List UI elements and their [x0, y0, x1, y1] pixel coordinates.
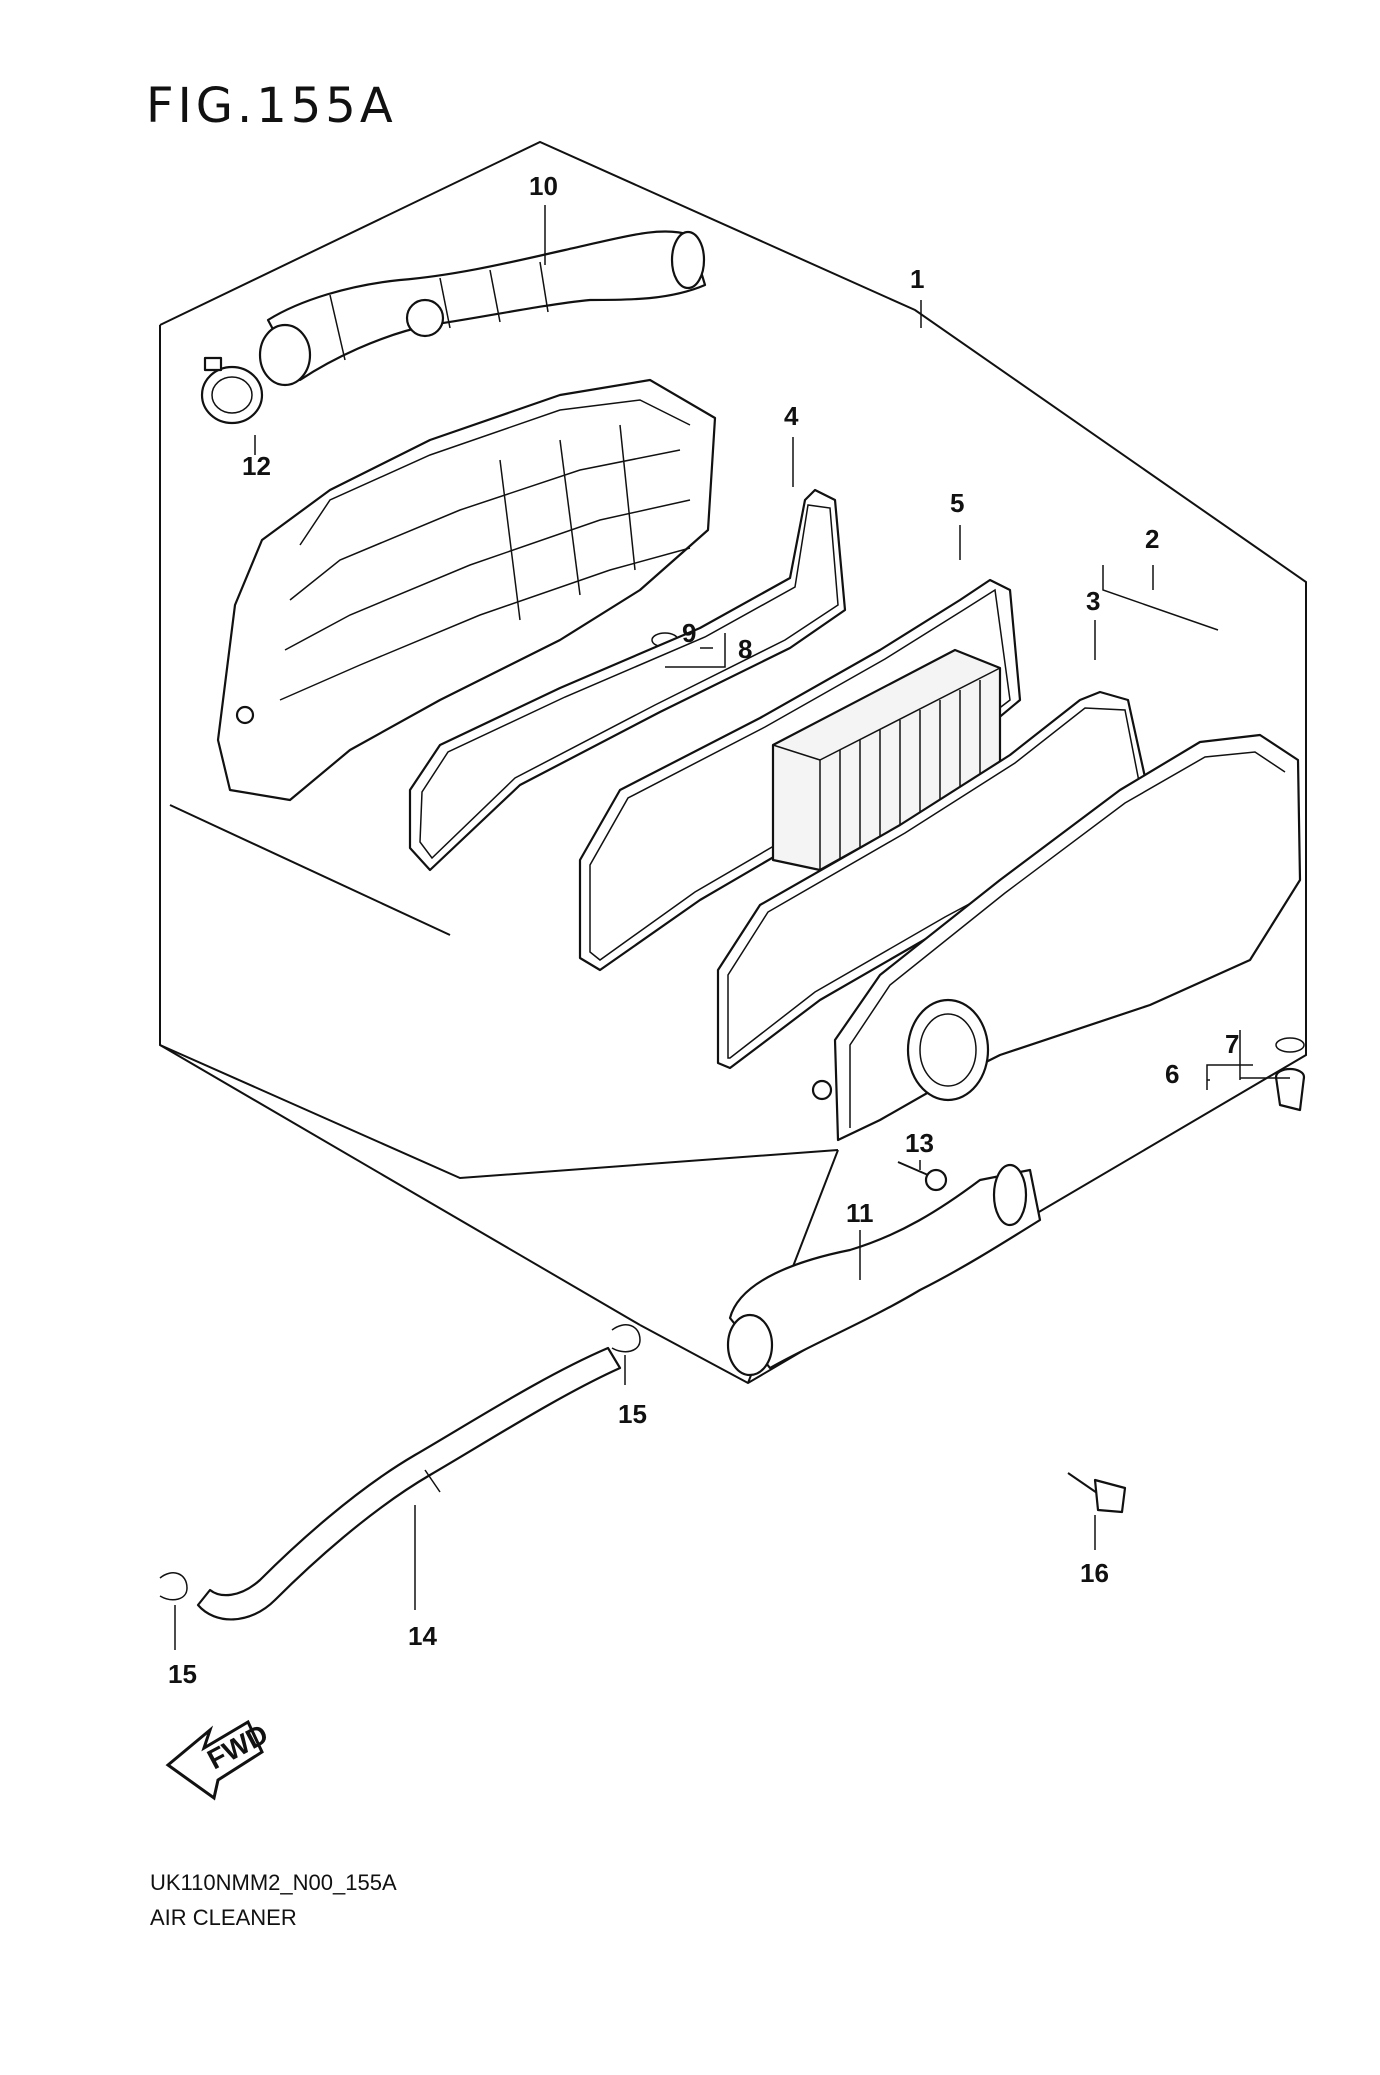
callout-4: 4 [784, 401, 799, 431]
part-duct-11 [726, 1163, 1042, 1377]
callout-1: 1 [910, 264, 924, 294]
part-gasket-4 [408, 488, 847, 872]
part-clip-15-upper [611, 1324, 641, 1353]
callout-13: 13 [905, 1128, 934, 1158]
callout-15-upper: 15 [618, 1399, 647, 1429]
callout-14: 14 [408, 1621, 437, 1651]
part-intake-tube [258, 230, 707, 387]
callout-9: 9 [682, 618, 696, 648]
callout-8: 8 [738, 634, 752, 664]
callout-3: 3 [1086, 586, 1100, 616]
fwd-arrow: FWD [165, 1718, 273, 1801]
part-clip-15-lower [159, 1572, 188, 1601]
part-drain-plug-6 [1274, 1067, 1306, 1112]
callout-labels: 10 1 12 4 5 2 3 9 8 7 6 13 11 15 14 15 1… [168, 171, 1239, 1689]
callout-11: 11 [846, 1198, 874, 1228]
callout-6: 6 [1165, 1059, 1179, 1089]
part-outer-cover [811, 733, 1302, 1142]
callout-5: 5 [950, 488, 964, 518]
callout-16: 16 [1080, 1558, 1109, 1588]
part-bolt-16 [1067, 1472, 1127, 1514]
part-drain-hose-14 [196, 1346, 622, 1621]
figure-code: UK110NMM2_N00_155A [150, 1870, 397, 1895]
callout-15-lower: 15 [168, 1659, 197, 1689]
assembly-outline [159, 140, 1307, 1385]
figure-name: AIR CLEANER [150, 1905, 297, 1930]
part-hose-clamp [200, 356, 264, 425]
callout-10: 10 [529, 171, 558, 201]
callout-2: 2 [1145, 524, 1159, 554]
callout-12: 12 [242, 451, 271, 481]
part-gasket-3 [716, 690, 1152, 1070]
leader-lines [174, 205, 1290, 1650]
part-case-body [216, 378, 717, 802]
callout-7: 7 [1225, 1029, 1239, 1059]
figure-title: FIG.155A [146, 78, 397, 134]
part-screw-13 [897, 1161, 948, 1192]
part-clip-7 [1275, 1037, 1305, 1053]
